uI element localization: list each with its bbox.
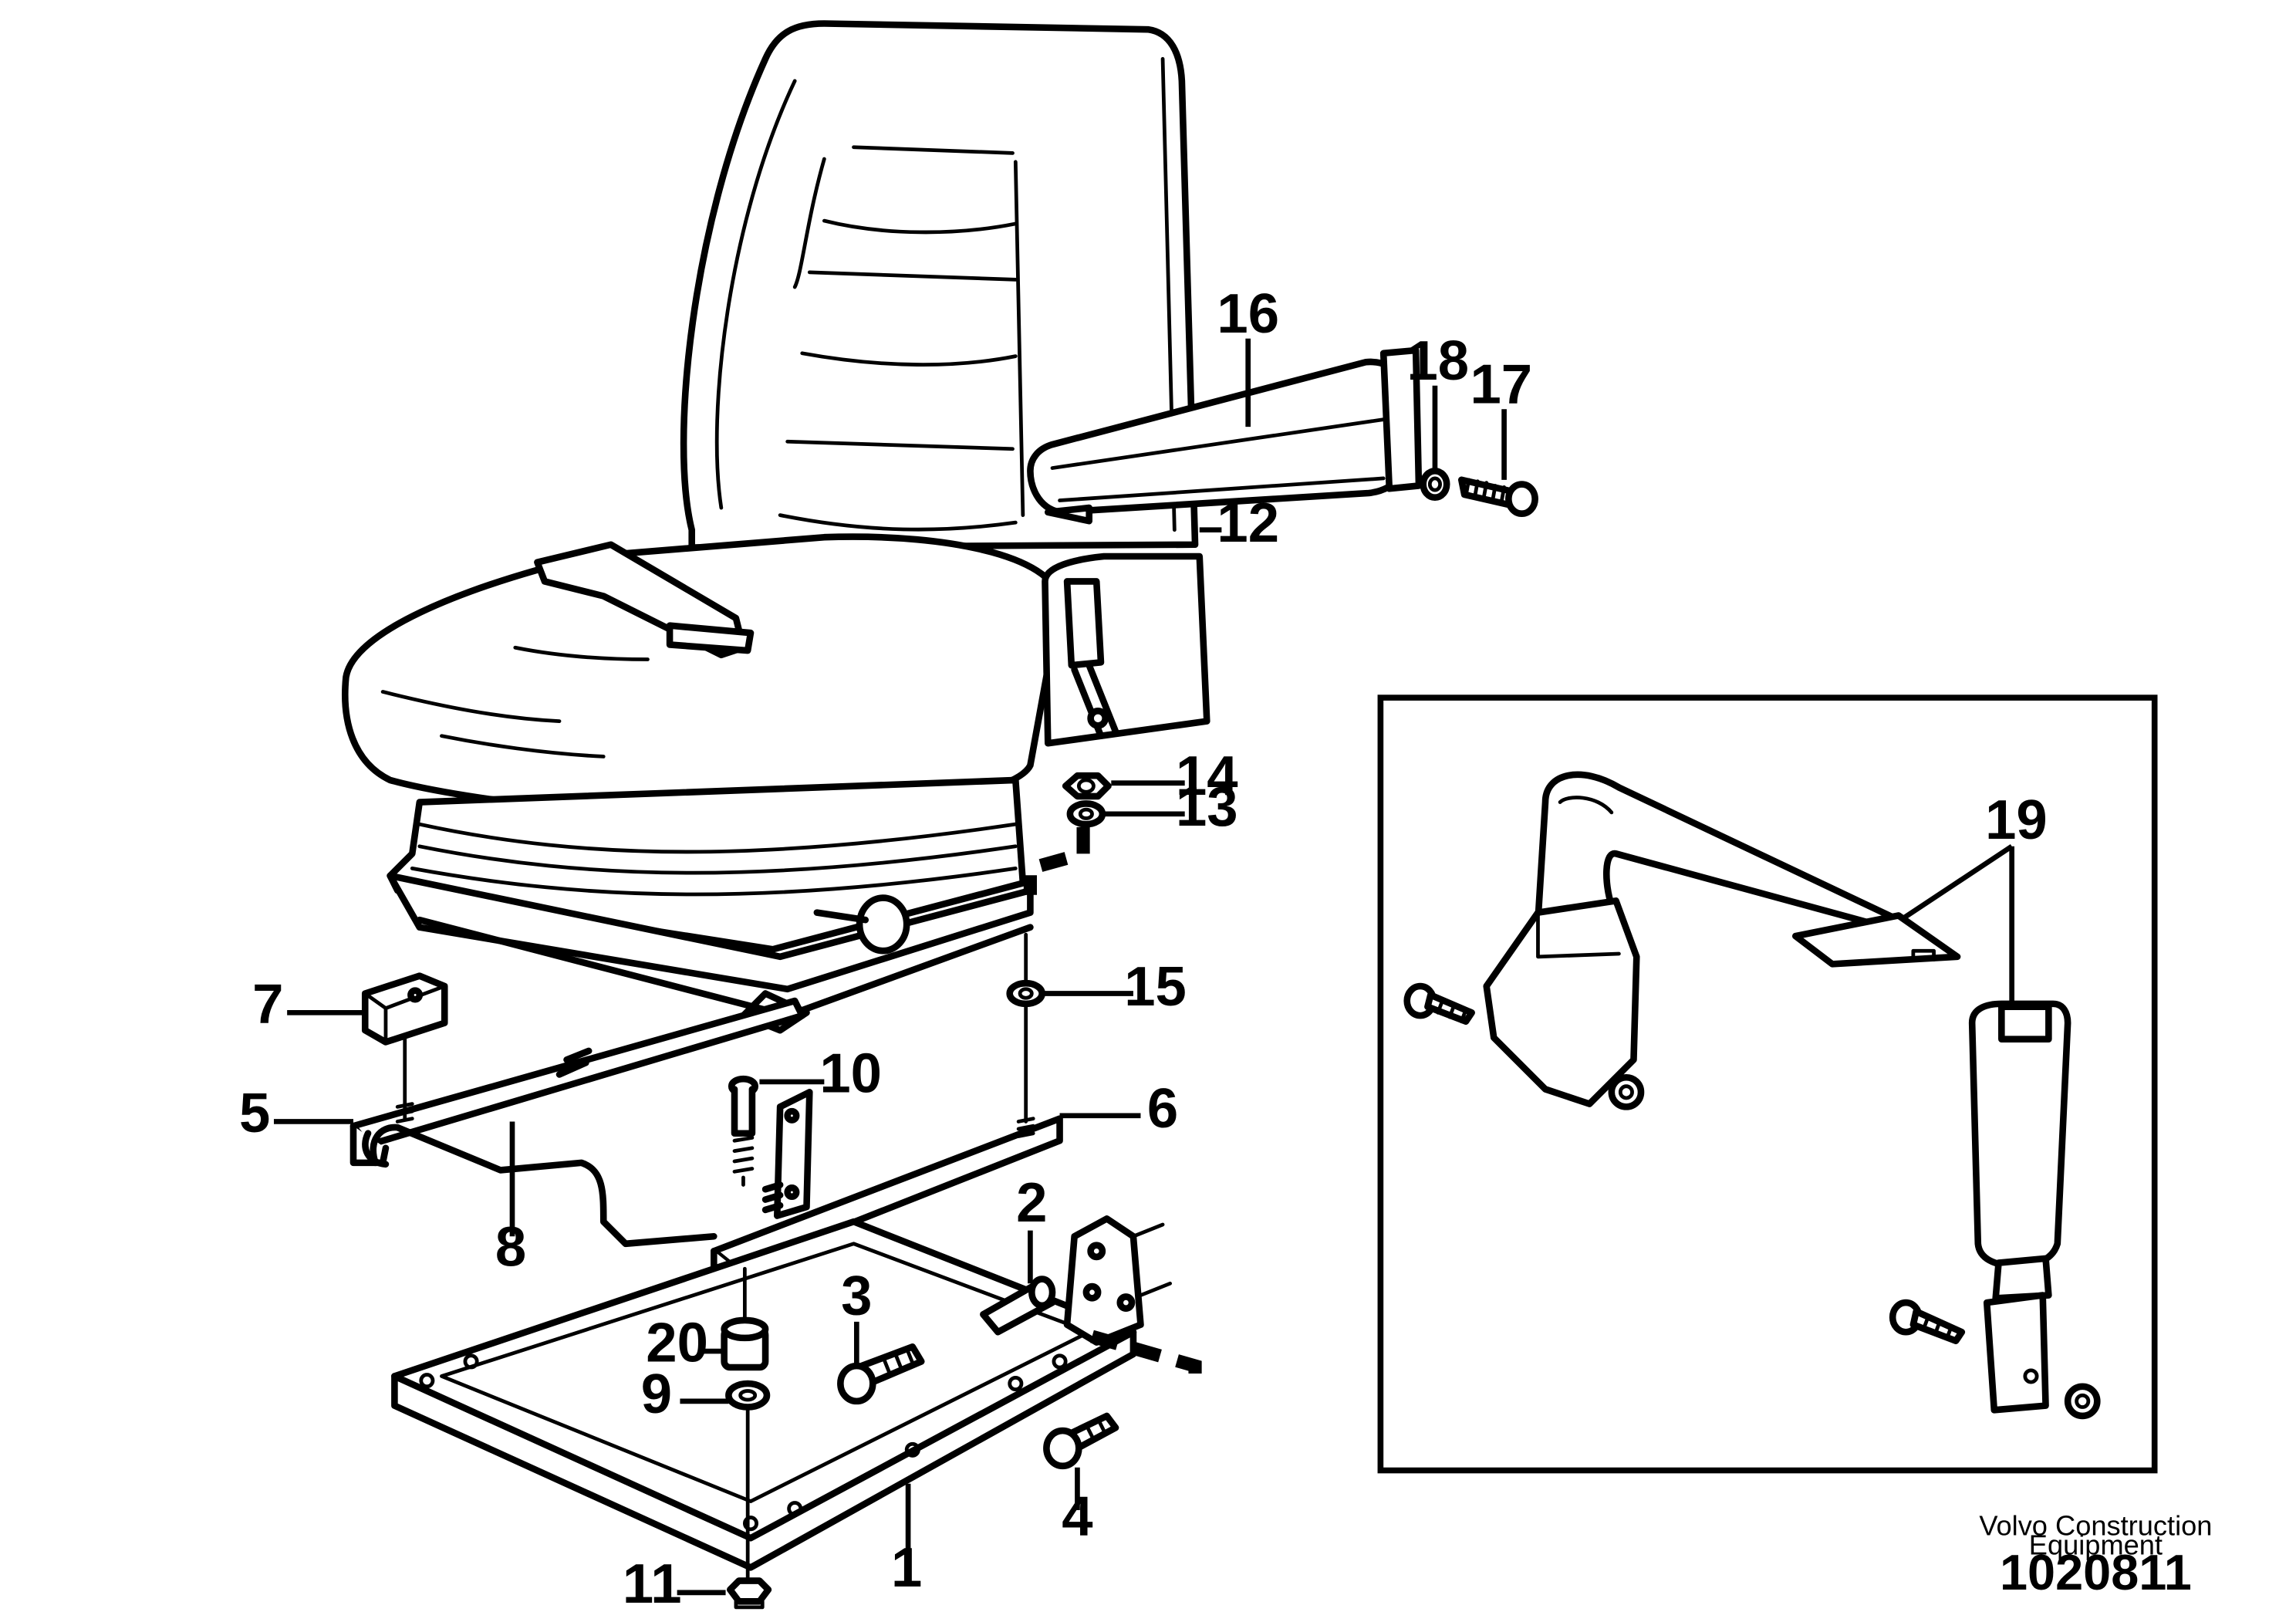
callout-13: 13 bbox=[1176, 776, 1238, 838]
armrest bbox=[1027, 346, 1423, 525]
company-name-line2: Equipment bbox=[2029, 1529, 2163, 1560]
washer-9 bbox=[725, 1380, 771, 1411]
bracket-7 bbox=[361, 972, 448, 1046]
bolt-4 bbox=[1043, 1412, 1119, 1470]
assembly-dashed-line-lower bbox=[1090, 1330, 1202, 1384]
armrest-screw bbox=[1457, 476, 1538, 517]
screw-10 bbox=[728, 1075, 759, 1187]
callout-19: 19 bbox=[1985, 789, 2048, 851]
slide-lever-8 bbox=[370, 1124, 718, 1248]
washer-13 bbox=[1066, 800, 1106, 828]
callout-17: 17 bbox=[1470, 353, 1532, 416]
footer: Volvo Construction Equipment 1020811 bbox=[1979, 1509, 2212, 1600]
bushing-20 bbox=[721, 1316, 769, 1371]
leader-lines bbox=[273, 338, 2015, 1596]
callout-18: 18 bbox=[1406, 329, 1469, 392]
washer-15 bbox=[1006, 979, 1045, 1008]
belt-buckle bbox=[1968, 1000, 2071, 1302]
document-number: 1020811 bbox=[2000, 1544, 2192, 1600]
assembly-line-center bbox=[742, 1266, 750, 1584]
buckle-bolt bbox=[1889, 1299, 1966, 1344]
callout-9: 9 bbox=[641, 1363, 672, 1425]
company-name-line1: Volvo Construction bbox=[1979, 1509, 2212, 1541]
nut-14 bbox=[1062, 772, 1112, 800]
buckle-nut bbox=[2064, 1383, 2101, 1420]
callout-10: 10 bbox=[819, 1042, 882, 1104]
stud-6 bbox=[1016, 1117, 1035, 1138]
callout-20: 20 bbox=[646, 1311, 708, 1374]
seat-suspension bbox=[387, 776, 1034, 1034]
callout-16: 16 bbox=[1217, 282, 1279, 345]
callout-6: 6 bbox=[1147, 1077, 1178, 1140]
retractor-bolt bbox=[1403, 982, 1475, 1026]
callout-2: 2 bbox=[1016, 1171, 1047, 1234]
buckle-stalk bbox=[1983, 1292, 2049, 1414]
mounting-bracket bbox=[1063, 1215, 1172, 1346]
bolt-3 bbox=[837, 1343, 925, 1405]
callout-7: 7 bbox=[252, 973, 283, 1036]
callout-8: 8 bbox=[495, 1215, 526, 1278]
side-panel bbox=[1042, 552, 1210, 747]
retractor-nut bbox=[1608, 1073, 1645, 1110]
callout-labels: 16 18 17 12 14 13 15 7 10 5 6 8 2 3 20 9… bbox=[239, 282, 2048, 1615]
callout-11: 11 bbox=[623, 1553, 682, 1615]
callout-12: 12 bbox=[1217, 492, 1279, 554]
callout-1: 1 bbox=[891, 1536, 922, 1599]
armrest-washer bbox=[1420, 468, 1450, 502]
callout-4: 4 bbox=[1062, 1485, 1092, 1547]
inset-frame bbox=[1377, 694, 2158, 1474]
stud-rail bbox=[761, 1181, 784, 1214]
stud-5 bbox=[395, 1102, 414, 1124]
pin-2 bbox=[980, 1276, 1056, 1336]
assembly-dashed-line-upper bbox=[1023, 826, 1090, 895]
callout-14: 14 bbox=[1176, 745, 1238, 807]
callout-15: 15 bbox=[1124, 955, 1187, 1018]
seat-cushion bbox=[342, 533, 1063, 820]
callout-3: 3 bbox=[841, 1264, 872, 1326]
belt-tongue bbox=[1791, 912, 1961, 968]
nut-11 bbox=[726, 1577, 772, 1610]
callout-5: 5 bbox=[239, 1082, 270, 1144]
seatbelt-retractor bbox=[1483, 771, 1917, 1107]
